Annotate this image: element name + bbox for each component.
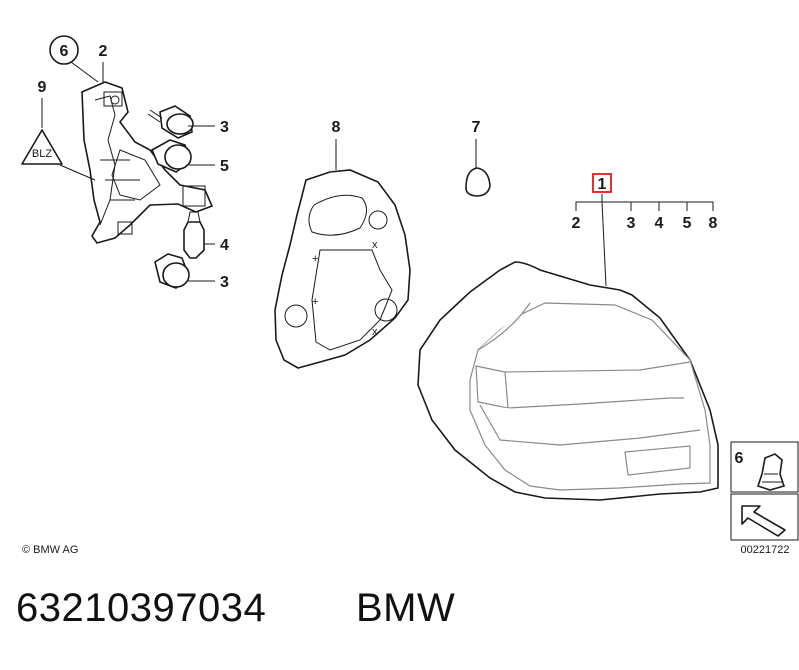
inset-arrow-frame <box>730 493 799 541</box>
brand-name: BMW <box>356 586 456 630</box>
svg-text:+: + <box>312 253 318 265</box>
bulb-5 <box>150 139 192 173</box>
plug-7: 7 <box>465 119 491 197</box>
callout-9: 9 <box>38 79 47 96</box>
nut-icon <box>756 453 786 491</box>
warning-badge-text: BLZ <box>32 148 52 160</box>
gasket-8: 8 + x + x <box>274 119 411 369</box>
callout-1: 1 <box>598 176 607 193</box>
svg-text:+: + <box>312 296 318 308</box>
callout-5: 5 <box>220 158 229 175</box>
inset-box-6: 6 00221722 <box>730 441 799 556</box>
sub-callout-8: 8 <box>709 215 718 232</box>
bulb-holder-assembly: 6 2 <box>21 35 229 291</box>
callout-3-lower: 3 <box>220 274 229 291</box>
inset-callout-6: 6 <box>735 450 744 467</box>
callout-3-upper: 3 <box>220 119 229 136</box>
warning-triangle-icon <box>21 129 63 165</box>
sub-callout-4: 4 <box>655 215 664 232</box>
bulb-3-upper <box>147 105 194 139</box>
bulb-4 <box>183 211 205 259</box>
svg-text:x: x <box>372 239 378 251</box>
rear-light-1: 1 2 3 4 5 8 <box>417 173 719 501</box>
highlight-box <box>592 173 612 193</box>
diagram-number: 00221722 <box>741 544 790 556</box>
callout-6-circle <box>49 35 79 65</box>
sub-callout-3: 3 <box>627 215 636 232</box>
sub-callout-5: 5 <box>683 215 692 232</box>
callout-2-top: 2 <box>99 43 108 60</box>
copyright-text: © BMW AG <box>22 544 78 556</box>
part-number: 63210397034 <box>16 586 267 630</box>
sub-callout-2: 2 <box>572 215 581 232</box>
direction-arrow-icon <box>741 505 786 537</box>
callout-7: 7 <box>472 119 481 136</box>
bulb-3-lower <box>154 253 190 289</box>
callout-4: 4 <box>220 237 229 254</box>
callout-8-gasket: 8 <box>332 119 341 136</box>
callout-6: 6 <box>60 43 69 60</box>
svg-text:x: x <box>372 326 378 338</box>
